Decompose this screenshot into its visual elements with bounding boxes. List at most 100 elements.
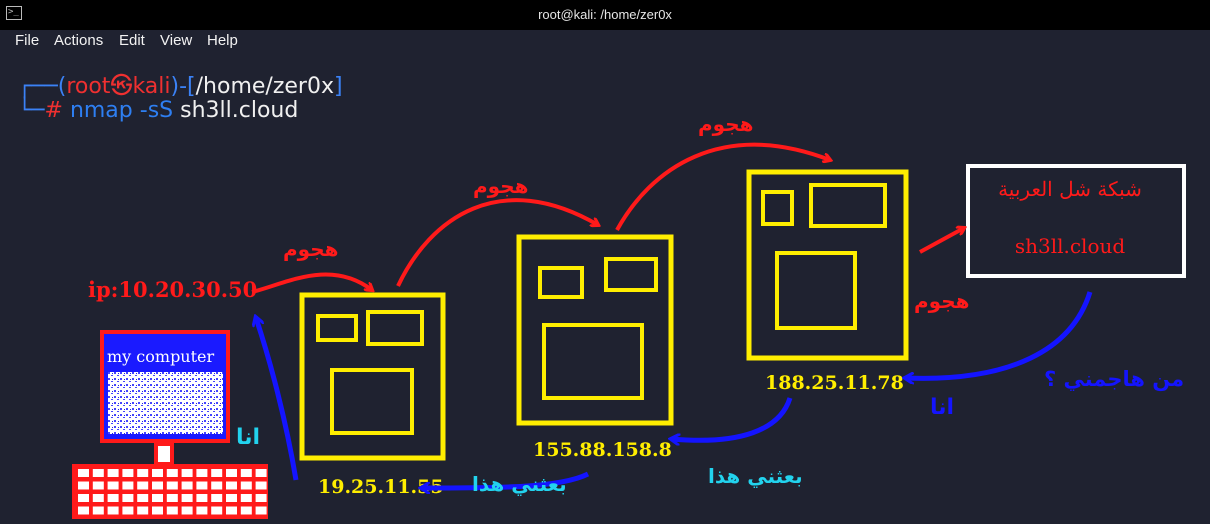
keyboard-key — [181, 494, 193, 502]
prompt-at-symbol: ㉿ — [110, 74, 133, 99]
keyboard-key — [152, 481, 163, 490]
prompt-line-2: └─# nmap -sS sh3ll.cloud — [18, 98, 298, 123]
keyboard-key — [78, 506, 89, 515]
my-ip-label: ip:10.20.30.50 — [88, 277, 257, 302]
keyboard-key — [196, 481, 208, 490]
my-computer: my computer — [72, 330, 268, 519]
keyboard-key — [181, 506, 193, 515]
keyboard-key — [92, 481, 104, 490]
keyboard-key — [166, 481, 178, 490]
keyboard-key — [92, 469, 104, 477]
menu-help[interactable]: Help — [207, 32, 238, 49]
prompt-box-top: ┌──( — [18, 74, 67, 99]
keyboard-key — [92, 494, 104, 502]
keyboard-key — [78, 481, 89, 490]
command-target: sh3ll.cloud — [180, 98, 299, 123]
keyboard-key — [107, 494, 119, 502]
keyboard-key — [152, 494, 163, 502]
keyboard-key — [107, 481, 119, 490]
terminal-icon[interactable]: >_ — [6, 6, 22, 20]
trace-arrow-1 — [906, 291, 1093, 378]
attack-label-3: هجوم — [698, 112, 753, 136]
prompt-path: /home/zer0x — [195, 74, 334, 99]
menu-bar: File Actions Edit View Help — [0, 30, 1210, 52]
hop3-ip-label: 188.25.11.78 — [765, 372, 904, 394]
keyboard-key — [137, 481, 149, 490]
keyboard-key — [211, 469, 223, 477]
sent-this-label-2: بعثني هذا — [472, 472, 567, 497]
hop1-ip-label: 19.25.11.55 — [318, 476, 444, 498]
trace-arrow-4 — [256, 318, 299, 481]
keyboard-key — [196, 494, 208, 502]
attack-label-2: هجوم — [473, 174, 528, 198]
keyboard-key — [137, 469, 149, 477]
keyboard-key — [78, 469, 89, 477]
prompt-line-1: ┌──(root㉿kali)-[/home/zer0x] — [18, 68, 343, 100]
keyboard-key — [196, 506, 208, 515]
who-attacked-label: من هاجمني ؟ — [1044, 367, 1184, 391]
prompt-separator: )-[ — [170, 74, 196, 99]
menu-file[interactable]: File — [15, 32, 40, 49]
keyboard-key — [211, 494, 223, 502]
keyboard-key — [240, 469, 252, 477]
keyboard-key — [240, 494, 252, 502]
attack-arrow-2 — [396, 198, 598, 287]
attack-label-1: هجوم — [283, 237, 338, 261]
keyboard-key — [226, 506, 237, 515]
window-title: root@kali: /home/zer0x — [538, 7, 672, 22]
keyboard-key — [137, 506, 149, 515]
keyboard-key — [211, 481, 223, 490]
prompt-host: kali — [132, 74, 171, 99]
command-text: nmap -sS — [69, 98, 174, 123]
trace-arrow-3 — [422, 471, 590, 488]
keyboard-key — [255, 494, 267, 502]
keyboard-key — [152, 469, 163, 477]
server-hop-2 — [516, 234, 674, 426]
keyboard-key — [196, 469, 208, 477]
server-hop-1 — [299, 292, 446, 461]
menu-actions[interactable]: Actions — [54, 32, 104, 49]
keyboard-key — [240, 481, 252, 490]
keyboard-key — [137, 494, 149, 502]
keyboard-key — [255, 506, 267, 515]
prompt-user: root — [66, 74, 111, 99]
title-bar: >_ root@kali: /home/zer0x — [0, 0, 1210, 30]
trace-arrow-2 — [672, 397, 793, 440]
keyboard-key — [122, 469, 134, 477]
keyboard-key — [181, 481, 193, 490]
attack-label-4: هجوم — [914, 289, 969, 313]
keyboard-key — [107, 506, 119, 515]
hop2-ip-label: 155.88.158.8 — [533, 439, 672, 461]
attack-arrow-1 — [251, 272, 372, 294]
keyboard-key — [226, 481, 237, 490]
menu-view[interactable]: View — [160, 32, 193, 49]
keyboard-key — [152, 506, 163, 515]
keyboard-key — [122, 481, 134, 490]
keyboard-key — [122, 506, 134, 515]
keyboard-key — [240, 506, 252, 515]
menu-edit[interactable]: Edit — [119, 32, 145, 49]
attack-arrow-3 — [615, 142, 830, 231]
target-box: شبكة شل العربية sh3ll.cloud — [966, 164, 1186, 278]
prompt-hash: # — [44, 98, 63, 123]
prompt-bracket-close: ] — [333, 74, 343, 99]
server-hop-3 — [746, 169, 909, 361]
keyboard-key — [107, 469, 119, 477]
keyboard-keys — [78, 469, 267, 515]
sent-this-label-1: بعثني هذا — [708, 464, 803, 489]
keyboard-key — [211, 506, 223, 515]
keyboard-key — [92, 506, 104, 515]
keyboard-key — [166, 469, 178, 477]
attack-arrow-4 — [919, 228, 964, 254]
stand-inner — [158, 446, 170, 462]
keyboard-key — [181, 469, 193, 477]
target-domain: sh3ll.cloud — [1015, 234, 1126, 258]
keyboard-key — [78, 494, 89, 502]
keyboard-key — [226, 469, 237, 477]
keyboard-key — [255, 481, 267, 490]
me-label-right: انا — [930, 395, 954, 420]
keyboard-key — [166, 494, 178, 502]
keyboard-key — [166, 506, 178, 515]
